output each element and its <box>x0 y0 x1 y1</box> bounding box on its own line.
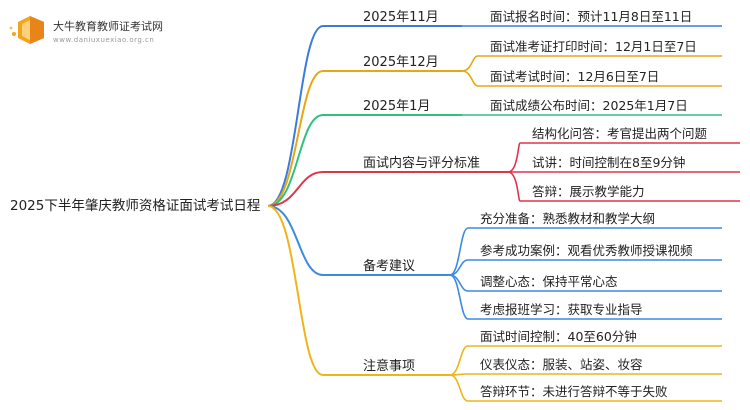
branch-topic: 2025年1月 <box>363 99 430 114</box>
leaf-topic: 试讲：时间控制在8至9分钟 <box>532 155 685 170</box>
site-logo: 大牛教育教师证考试网 www.daniuxuexiao.org.cn <box>9 16 163 44</box>
branch-connector <box>267 205 450 376</box>
book-icon <box>9 16 44 44</box>
leaf-topic: 充分准备：熟悉教材和教学大纲 <box>480 211 655 226</box>
branch-topic: 注意事项 <box>363 358 415 374</box>
leaf-connector <box>461 70 722 87</box>
connector-lines <box>267 25 740 402</box>
branch-connector <box>267 114 462 207</box>
leaf-topic: 面试时间控制：40至60分钟 <box>480 329 637 344</box>
branch-topic: 2025年11月 <box>363 10 439 25</box>
leaf-topic: 答辩环节：未进行答辩不等于失败 <box>480 384 668 399</box>
leaf-topic: 仪表仪态：服装、站姿、妆容 <box>480 357 643 372</box>
branch-connector <box>267 70 462 207</box>
leaf-topic: 面试考试时间：12月6日至7日 <box>490 69 659 84</box>
leaf-topic: 考虑报班学习：获取专业指导 <box>480 302 643 317</box>
leaf-connector <box>449 274 722 320</box>
leaf-topic: 面试成绩公布时间：2025年1月7日 <box>490 98 688 113</box>
leaf-topic: 面试准考证打印时间：12月1日至7日 <box>490 39 697 54</box>
branch-topic: 备考建议 <box>363 258 415 274</box>
branch-topic: 面试内容与评分标准 <box>363 155 480 171</box>
leaf-topic: 面试报名时间：预计11月8日至11日 <box>490 9 692 24</box>
leaf-connector <box>449 259 722 276</box>
leaf-connector <box>461 55 722 72</box>
branch-connector <box>267 25 462 207</box>
branch-connector <box>267 171 508 207</box>
leaf-topic: 结构化问答：考官提出两个问题 <box>532 126 708 141</box>
logo-title: 大牛教育教师证考试网 <box>53 19 163 33</box>
leaf-connector <box>507 171 740 202</box>
branch-topic: 2025年12月 <box>363 55 439 70</box>
root-topic: 2025下半年肇庆教师资格证面试考试日程 <box>10 198 260 214</box>
leaf-connector <box>449 374 722 402</box>
logo-url: www.daniuxuexiao.org.cn <box>53 36 154 44</box>
leaf-connector <box>449 227 722 276</box>
leaf-topic: 调整心态：保持平常心态 <box>480 274 618 289</box>
leaf-connector <box>449 373 722 376</box>
topic-nodes: 2025年11月 面试报名时间：预计11月8日至11日 2025年12月 面试准考证打… <box>363 9 708 399</box>
branch-connector <box>267 205 450 276</box>
leaf-connector <box>507 142 740 173</box>
leaf-topic: 参考成功案例：观看优秀教师授课视频 <box>480 243 693 258</box>
leaf-topic: 答辩：展示教学能力 <box>532 184 645 199</box>
leaf-connector <box>449 345 722 376</box>
